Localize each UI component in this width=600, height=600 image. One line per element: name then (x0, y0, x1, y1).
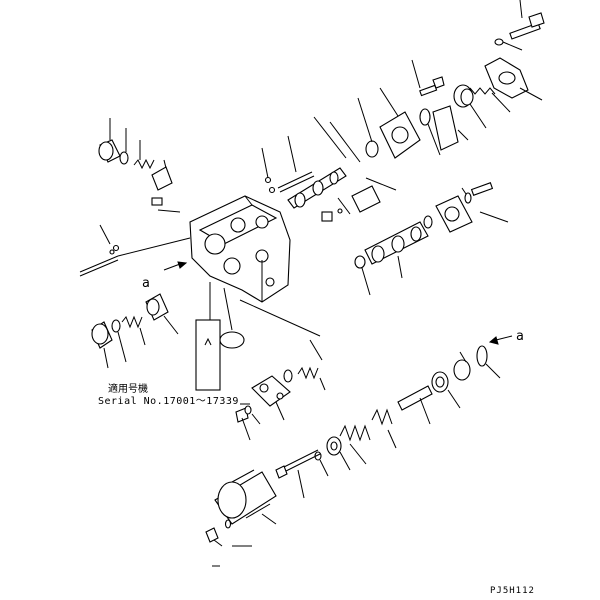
lower-right-group (314, 345, 501, 477)
serial-note-range: Serial No.17001〜17339 (98, 396, 239, 407)
left-bolt-group (79, 224, 191, 277)
arrow-label-a-left: a (142, 276, 150, 291)
top-right-bolt-group (313, 0, 545, 163)
mid-plate-group (251, 339, 326, 421)
serial-note: 適用号機 Serial No.17001〜17339 (98, 382, 239, 407)
serial-note-jp: 適用号機 (108, 382, 148, 395)
mid-left-group (91, 293, 179, 369)
arrow-right-icon (488, 336, 499, 345)
drawing-code: PJ5H112 (490, 586, 535, 596)
lower-left-group (205, 403, 321, 567)
serial-variant-frame (195, 282, 321, 391)
arrow-label-a-right: a (516, 329, 524, 344)
arrow-a-left: a (142, 261, 188, 291)
center-spool-group (261, 135, 509, 296)
main-valve-body (189, 195, 291, 303)
top-left-plug-group (98, 118, 181, 213)
arrow-left-icon (177, 261, 188, 269)
arrow-a-right: a (488, 329, 524, 345)
